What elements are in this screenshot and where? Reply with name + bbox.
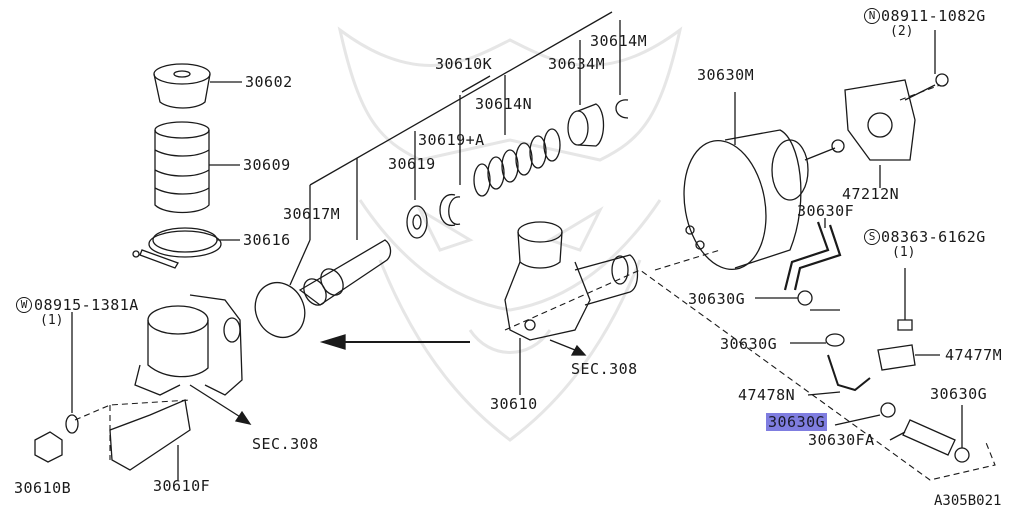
spring-30614N	[473, 128, 561, 197]
diaphragm-30617M	[254, 282, 306, 338]
boot-30634M	[567, 103, 605, 147]
part-label-30630G-highlighted[interactable]: 30630G	[766, 413, 828, 431]
part-label-30614N: 30614N	[475, 95, 533, 113]
cap-30602	[153, 63, 211, 109]
part-label-30610F: 30610F	[153, 477, 211, 495]
part-label-08915-1381A: 08915-1381A	[34, 296, 139, 314]
bracket-47477M	[877, 344, 916, 371]
washer-08915	[65, 414, 79, 434]
clip-30614M	[615, 99, 629, 119]
part-label-30610B: 30610B	[14, 479, 72, 497]
bolt-08363	[897, 319, 913, 331]
part-label-30630G-c: 30630G	[930, 385, 988, 403]
section-ref-308-center: SEC.308	[571, 360, 638, 378]
section-ref-308-left: SEC.308	[252, 435, 319, 453]
part-label-30617M: 30617M	[283, 205, 341, 223]
clamp-30630G-c	[954, 447, 970, 463]
part-label-47478N: 47478N	[738, 386, 796, 404]
part-label-47477M: 47477M	[945, 346, 1003, 364]
brake-booster-30630M	[683, 129, 845, 271]
part-label-08363-6162G: 08363-6162G	[881, 228, 986, 246]
part-label-30609: 30609	[243, 156, 291, 174]
part-label-30619: 30619	[388, 155, 436, 173]
part-label-30619A: 30619+A	[418, 131, 485, 149]
part-label-30602: 30602	[245, 73, 293, 91]
connector-47478N	[827, 354, 871, 392]
part-label-30630G-a: 30630G	[688, 290, 746, 308]
hose-30630FA	[902, 419, 956, 456]
hose-30630F	[793, 224, 842, 291]
kit-bracket-line	[309, 11, 613, 186]
symbol-w-badge: W	[16, 297, 32, 313]
gasket-47212N	[844, 79, 916, 161]
part-label-30634M: 30634M	[548, 55, 606, 73]
reservoir-30609	[154, 121, 210, 214]
clamp-30630G-hl	[880, 402, 896, 418]
diagram-code: A305B021	[934, 493, 1002, 509]
nut-08911	[935, 73, 949, 87]
part-label-47212N: 47212N	[842, 185, 900, 203]
part-label-08911-1082G: 08911-1082G	[881, 7, 986, 25]
clamp-30616	[132, 227, 222, 269]
master-cylinder-center	[504, 221, 639, 341]
part-label-30614M: 30614M	[590, 32, 648, 50]
part-label-30630FA: 30630FA	[808, 431, 875, 449]
washer-30619	[406, 205, 428, 239]
part-label-30630M: 30630M	[697, 66, 755, 84]
quantity-08911: (2)	[890, 24, 914, 39]
part-label-30610: 30610	[490, 395, 538, 413]
quantity-08363: (1)	[892, 245, 916, 260]
part-label-30616: 30616	[243, 231, 291, 249]
part-label-30610K: 30610K	[435, 55, 493, 73]
master-cylinder-left	[109, 294, 243, 471]
snap-ring-30619A	[439, 194, 456, 226]
piston-assembly	[298, 239, 392, 306]
quantity-08915: (1)	[40, 313, 64, 328]
part-label-30630F: 30630F	[797, 202, 855, 220]
watermark-logo	[337, 26, 683, 442]
clamp-30630G-b	[825, 333, 845, 347]
symbol-s-badge: S	[864, 229, 880, 245]
highlight-box[interactable]: 30630G	[766, 413, 828, 431]
nut-30610B	[34, 431, 63, 463]
part-label-30630G-b: 30630G	[720, 335, 778, 353]
clamp-30630G-a	[797, 290, 813, 306]
symbol-n-badge: N	[864, 8, 880, 24]
